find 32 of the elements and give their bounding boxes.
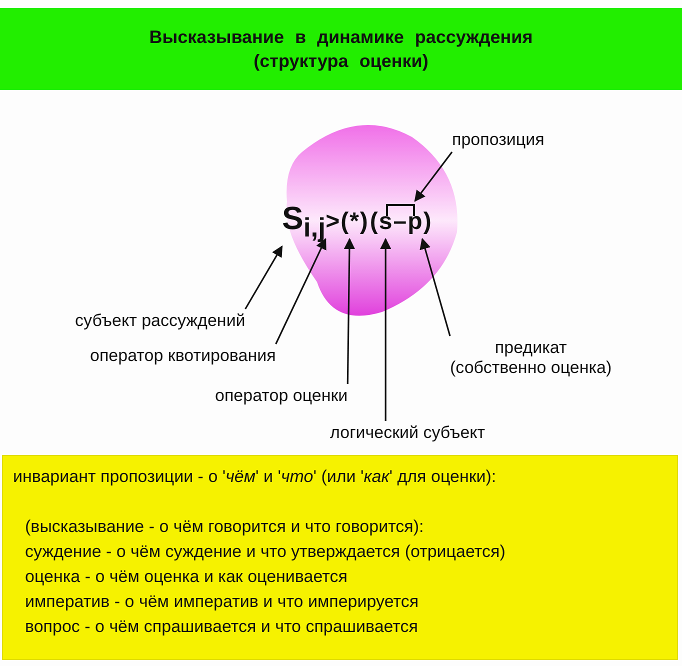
leader-line	[414, 152, 453, 202]
bracket	[386, 204, 415, 216]
title: Высказывание в динамике рассуждения (структура оценки)	[148, 26, 534, 73]
note-text: инвариант пропозиции - о 'чём' и 'что' (или 'как' для оценки):	[13, 466, 498, 488]
formula-symbol: )	[360, 208, 368, 236]
callout-label: предикат	[494, 338, 568, 358]
formula-symbol: >	[326, 208, 340, 236]
note-text: суждение - о чём суждение и что утверждается (отрицается)	[24, 541, 506, 563]
callout-label: (собственно оценка)	[450, 358, 612, 378]
formula-symbol: –	[393, 208, 407, 236]
formula-symbol: *	[350, 208, 359, 236]
callout-label: субъект рассуждений	[75, 311, 246, 331]
callout-label: пропозиция	[452, 130, 544, 150]
callout-label: оператор квотирования	[90, 346, 276, 366]
leader-line	[420, 238, 451, 336]
callout-label: логический субъект	[330, 423, 486, 443]
leader-line	[344, 238, 356, 384]
leader-line	[275, 238, 326, 344]
formula-symbol: s	[378, 208, 392, 236]
leader-line	[244, 245, 283, 310]
formula-symbol: p	[408, 208, 422, 236]
note-text: (высказывание - о чём говорится и что говорится):	[24, 516, 425, 538]
note-text: вопрос - о чём спрашивается и что спрашивается	[24, 616, 419, 638]
formula-symbol: (	[370, 208, 378, 236]
note-text: императив - о чём императив и что империруется	[24, 591, 420, 613]
formula-symbol: )	[423, 208, 432, 236]
note-text: оценка - о чём оценка и как оценивается	[24, 566, 348, 588]
leader-line	[380, 238, 392, 421]
formula-symbol: S$_{i,j}$	[282, 200, 326, 244]
formula-symbol: (	[340, 208, 349, 236]
note-panel	[2, 455, 678, 660]
callout-label: оператор оценки	[215, 386, 348, 406]
